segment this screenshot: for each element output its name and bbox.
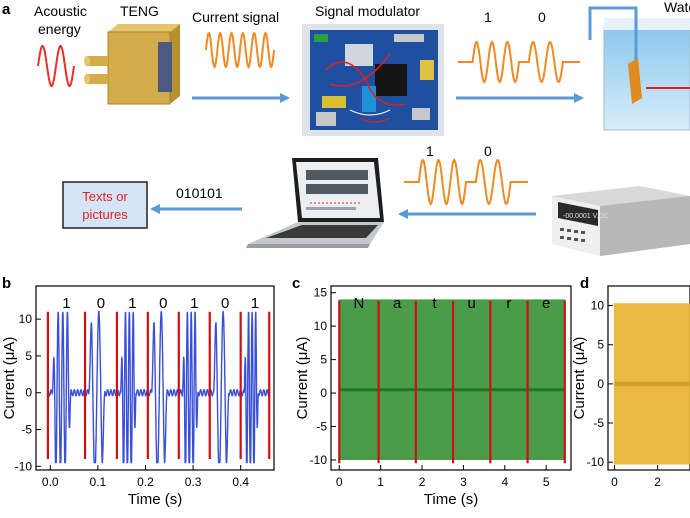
transducer-cable — [588, 6, 638, 66]
bit-label: t — [432, 295, 437, 312]
bit-label: 1 — [251, 295, 259, 312]
y-tick-label: 0 — [320, 386, 327, 400]
bit-label: r — [506, 295, 511, 312]
x-axis-label: Time (s) — [128, 491, 182, 508]
bit-one-label-bottom: 1 — [426, 143, 434, 159]
y-tick-label: 10 — [314, 319, 328, 333]
output-box-line1: Texts or — [82, 189, 128, 204]
y-axis-label: Current (μA) — [571, 337, 588, 420]
bit-zero-label-top: 0 — [538, 9, 546, 25]
y-tick-label: 5 — [597, 338, 604, 352]
x-tick-label: 5 — [543, 475, 550, 489]
x-tick-label: 2 — [654, 475, 661, 489]
plot-frame — [330, 285, 572, 471]
x-tick-label: 0 — [336, 475, 343, 489]
panel-a-letter: a — [2, 1, 11, 18]
modulated-wave-top — [458, 40, 580, 84]
y-axis-label: Current (μA) — [294, 337, 311, 420]
y-tick-label: 10 — [591, 299, 605, 313]
y-tick-label: -10 — [310, 453, 328, 467]
y-tick-label: -5 — [593, 416, 604, 430]
multimeter: -00.0001 V.DC — [552, 186, 690, 256]
bit-label: N — [354, 295, 365, 312]
y-tick-label: 15 — [314, 286, 328, 300]
bit-label: 0 — [97, 295, 105, 312]
bit-label: u — [468, 295, 476, 312]
acoustic-label-line1: Acoustic — [34, 3, 87, 19]
acoustic-label-line2: energy — [38, 21, 81, 37]
output-box: Texts or pictures — [62, 181, 148, 229]
y-tick-label: 5 — [25, 349, 32, 363]
plot-frame — [35, 285, 275, 471]
x-tick-label: 1 — [377, 475, 384, 489]
laptop — [246, 158, 384, 248]
water-label: Wate — [664, 0, 690, 15]
panel-a: a Acoustic energy TENG Current signal Si… — [2, 0, 690, 256]
y-tick-label: 0 — [25, 386, 32, 400]
acoustic-wave — [37, 44, 75, 88]
signal-modulator-label: Signal modulator — [315, 3, 420, 19]
binary-code-label: 010101 — [176, 185, 223, 201]
x-tick-label: 0.0 — [42, 475, 59, 489]
y-tick-label: 0 — [597, 377, 604, 391]
x-tick-label: 3 — [460, 475, 467, 489]
x-tick-label: 4 — [501, 475, 508, 489]
bit-one-label-top: 1 — [484, 9, 492, 25]
water-tank: Wate — [588, 0, 690, 131]
x-axis-label: Time (s) — [424, 491, 478, 508]
y-axis-label: Current (μA) — [1, 337, 18, 420]
modulated-wave-bottom — [404, 158, 528, 206]
y-tick-label: -10 — [15, 459, 33, 473]
panel-b-letter: b — [2, 275, 11, 292]
bit-zero-label-bottom: 0 — [484, 143, 492, 159]
y-tick-label: -5 — [316, 420, 327, 434]
teng-device: TENG — [84, 3, 180, 105]
panel-d-letter: d — [580, 275, 589, 292]
x-tick-label: 0.1 — [90, 475, 107, 489]
plot-frame — [607, 285, 690, 471]
y-tick-label: -5 — [21, 423, 32, 437]
bit-label: a — [393, 295, 402, 312]
x-tick-label: 2 — [419, 475, 426, 489]
y-tick-label: 5 — [320, 353, 327, 367]
y-tick-label: -10 — [587, 455, 605, 469]
current-signal-wave — [205, 31, 275, 69]
modulator-board — [302, 24, 444, 136]
output-box-line2: pictures — [82, 207, 128, 222]
bit-label: 0 — [221, 295, 229, 312]
bit-label: 0 — [159, 295, 167, 312]
bit-label: 1 — [62, 295, 70, 312]
panel-c-letter: c — [292, 275, 300, 292]
y-tick-label: 10 — [19, 312, 33, 326]
bit-label: 1 — [128, 295, 136, 312]
x-tick-label: 0.2 — [137, 475, 154, 489]
transducer — [628, 58, 642, 104]
meter-display-text: -00.0001 V.DC — [563, 213, 609, 220]
x-tick-label: 0.4 — [232, 475, 249, 489]
bit-label: e — [542, 295, 550, 312]
current-trace-b — [47, 309, 270, 464]
current-signal-label: Current signal — [192, 9, 279, 25]
x-tick-label: 0.3 — [185, 475, 202, 489]
teng-label: TENG — [120, 3, 159, 19]
bit-label: 1 — [190, 295, 198, 312]
x-tick-label: 0 — [611, 475, 618, 489]
